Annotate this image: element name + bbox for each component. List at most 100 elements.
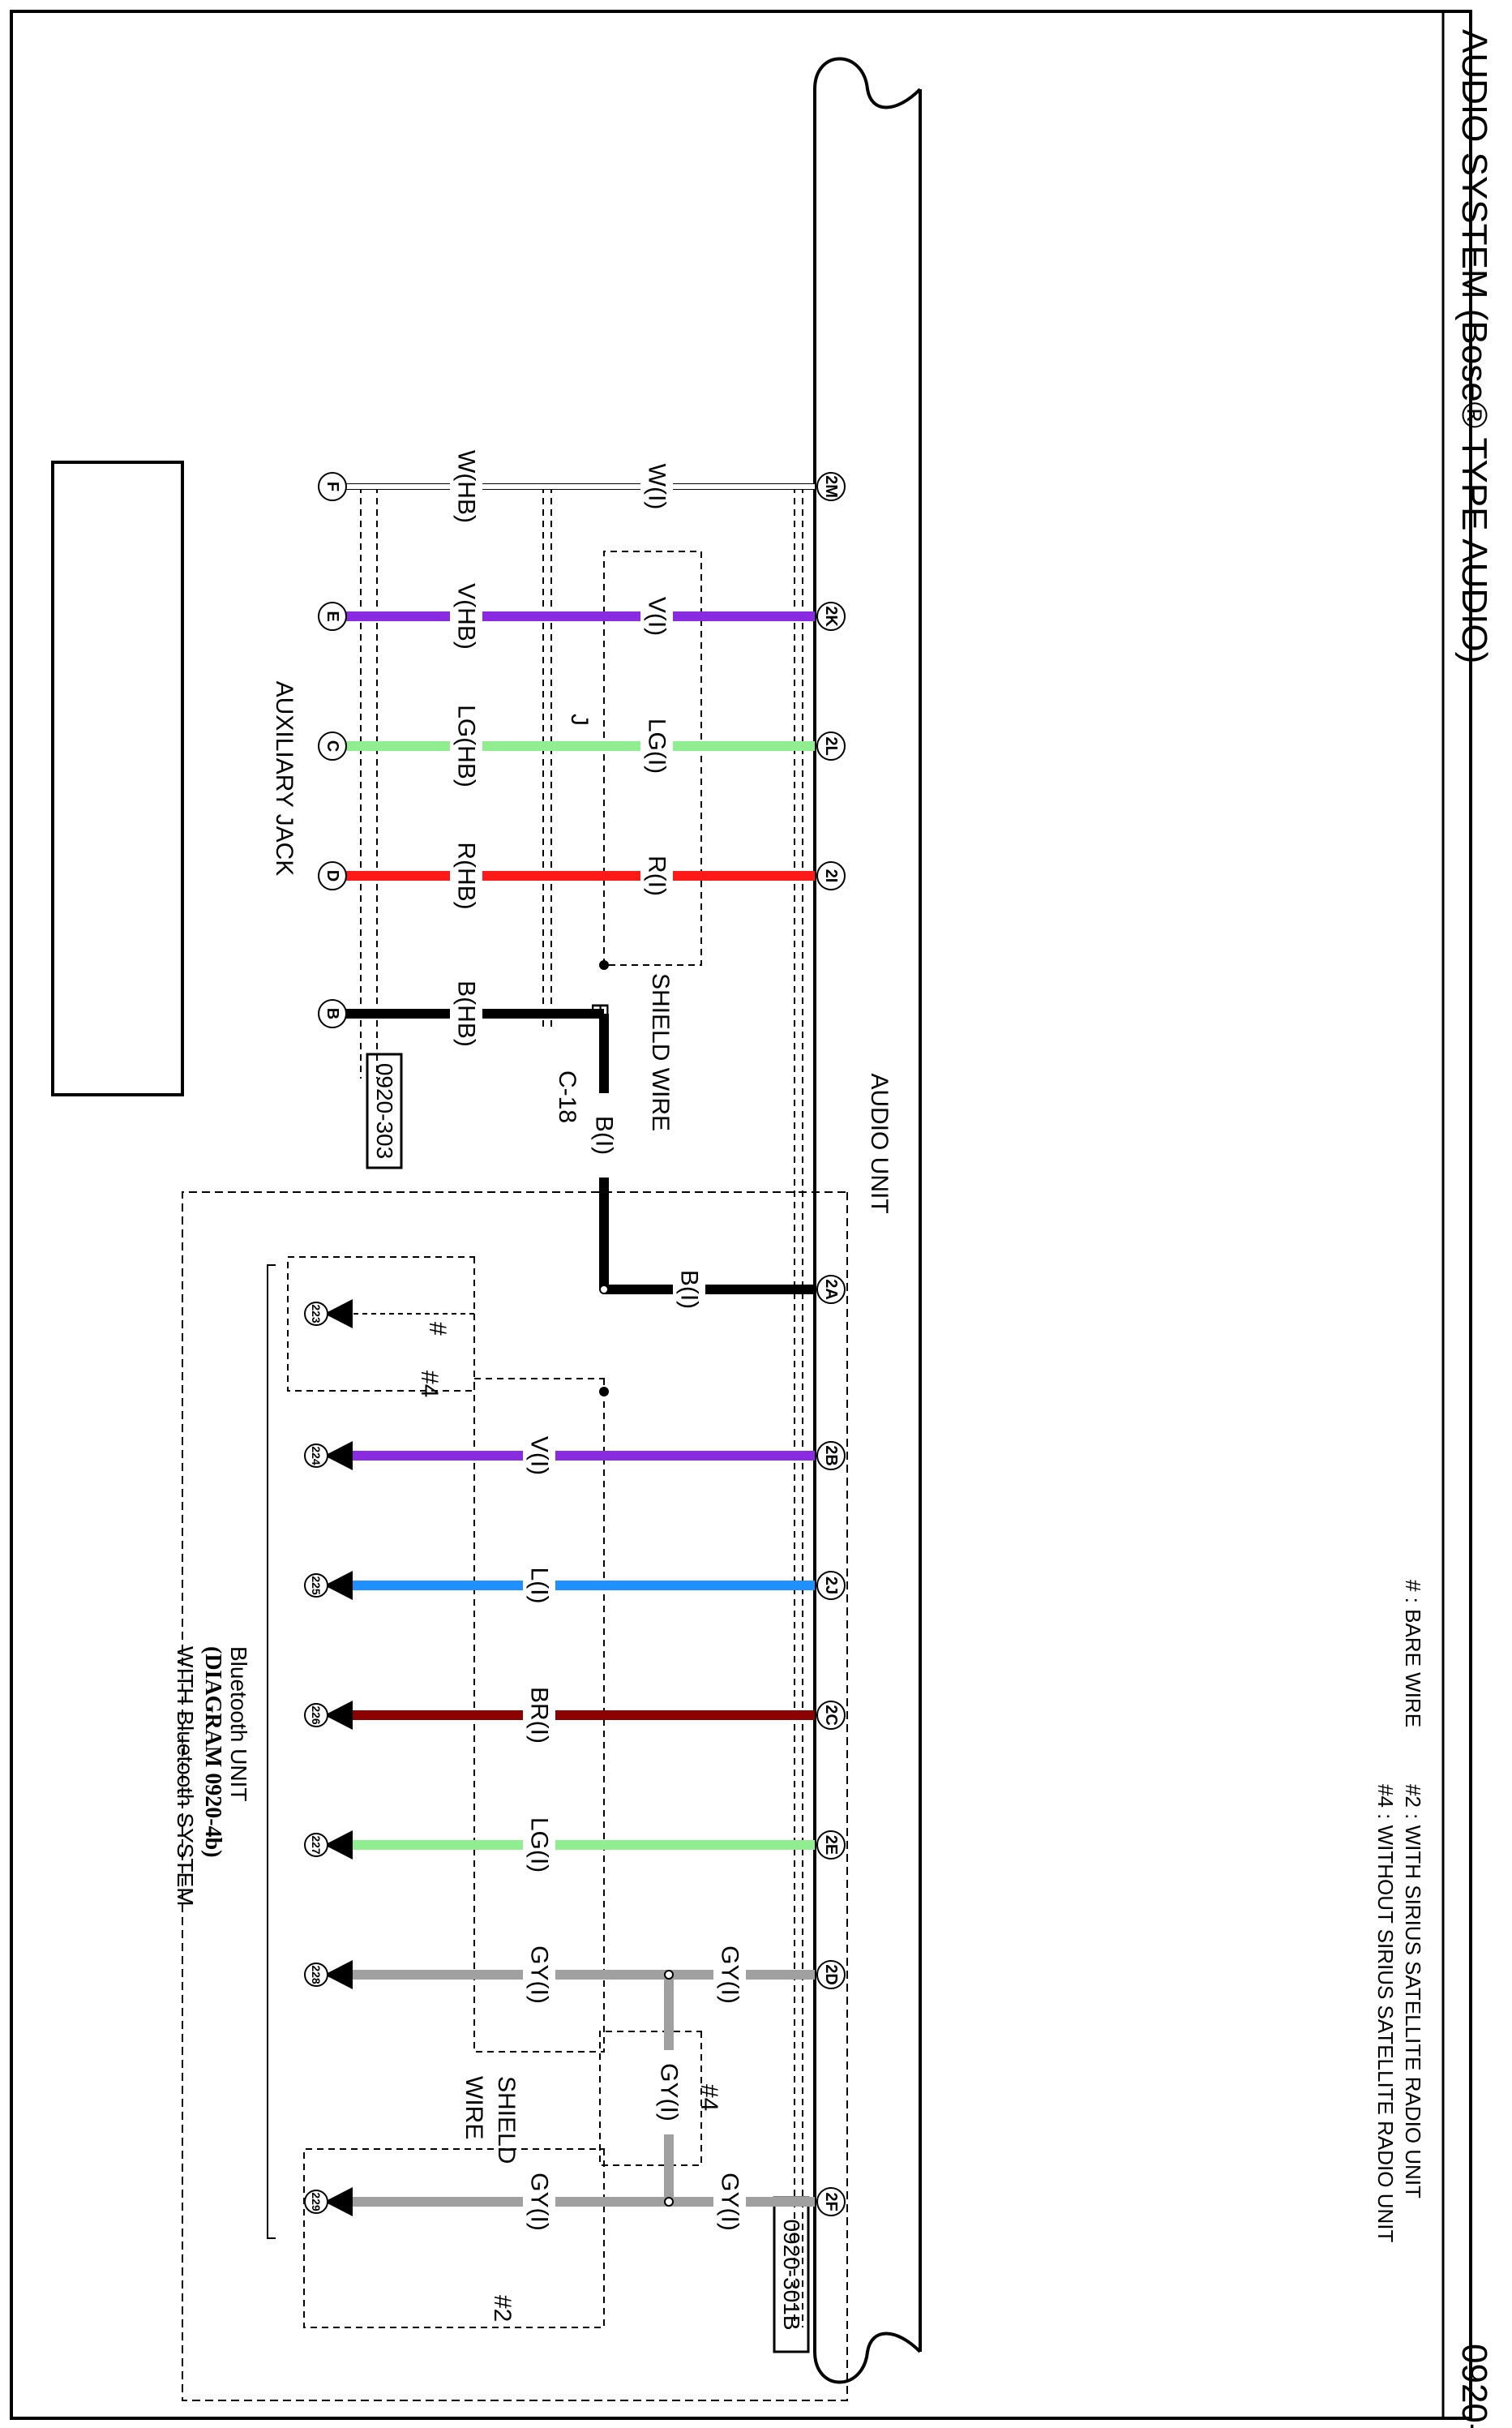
audio-unit-pin-2d-label: 2D [822,1964,840,1985]
bt-pin-223 [304,1302,328,1326]
aux-pin-f [318,472,347,501]
aux-pin-e-label: E [323,611,341,621]
audio-unit-pin-2c-label: 2C [822,1705,840,1726]
audio-unit-pin-2e [816,1830,846,1860]
aux-wire-2a-upper-label: B(I) [676,1270,703,1309]
bt-pin-228-label: 228 [310,1965,323,1984]
bluetooth-line3: WITH Bluetooth SYSTEM [173,1646,198,1907]
aux-wire-2k-upper-label-bg [640,574,673,658]
audio-unit-pin-2i-label: 2I [822,869,840,883]
audio-unit-pin-2d [816,1960,846,1989]
audio-unit-pin-2a [816,1275,846,1304]
audio-unit-pin-2l-label: 2L [822,736,840,755]
bt-wire-2c-label: BR(I) [526,1687,553,1744]
bt-wire-2d-upper-label: GY(I) [717,1945,743,2004]
audio-unit-pin-2a-label: 2A [822,1279,840,1300]
bt-pin-225-label: 225 [310,1576,323,1595]
bt-pin-224 [304,1444,328,1468]
aux-pin-e [318,602,347,631]
bt-wire-2d-label-bg [523,1933,555,2017]
legend-bare: # : BARE WIRE [1401,1580,1425,1727]
audio-unit-pin-2b [816,1441,846,1470]
audio-unit-pin-2c [816,1701,846,1730]
bare-wire-box [287,1256,475,1392]
aux-wire-2i-lower-label-bg [450,834,482,918]
aux-wire-2a-mid-label: B(I) [591,1116,618,1155]
aux-wire-2a-mid-label-bg [588,1093,620,1178]
bt-shield-junction [599,1387,609,1396]
bare-wire-n4-tag: #4 [416,1371,443,1397]
aux-wire-2k-lower-label-bg [450,574,482,658]
b-wire-splice [599,1285,609,1294]
bluetooth-unit-edge [267,1264,276,2239]
audio-unit-pin-2l [816,731,846,761]
bt-wire-2d-upper-label-bg [713,1933,746,2017]
aux-wire-2l-upper-label-bg [640,704,673,788]
bt-wire-2f-upper-label: GY(I) [717,2173,743,2231]
bt-pin-225 [304,1573,328,1598]
aux-wire-2l-upper-label: LG(I) [644,719,670,774]
bluetooth-wires: V(I)2B224L(I)2J225BR(I)2C226LG(I)2E227GY… [304,1299,846,2244]
bt-pin-226 [304,1703,328,1727]
aux-pin-d [318,861,347,890]
audio-unit-pin-2f-label: 2F [822,2192,840,2211]
bare-wire-tag: # [424,1322,451,1336]
audio-unit: AUDIO UNIT [813,57,922,2384]
audio-unit-label: AUDIO UNIT [866,1073,893,1213]
gy-splice-bottom [664,2197,674,2207]
aux-wire-2l-lower-label: LG(HB) [453,705,480,787]
audio-unit-connector-ref: 0920-301B [779,2219,804,2330]
aux-wire-2i-upper-label: R(I) [644,856,670,896]
bt-arrow-229 [324,2187,353,2216]
aux-wire-2i-lower-label: R(HB) [453,842,480,909]
bt-pin-226-label: 226 [310,1705,323,1725]
page-id: 0920-3b [1454,2344,1494,2428]
aux-connector-ref: 0920-303 [372,1063,397,1159]
jumper-n4-tag: #4 [696,2084,722,2111]
bt-arrow-227 [324,1830,353,1860]
bt-wire-2e-label-bg [523,1803,555,1887]
audio-unit-pin-2b-label: 2B [822,1445,840,1466]
aux-wires: W(I)W(HB)2MFV(I)V(HB)2KELG(I)LG(HB)2LCR(… [318,444,846,1332]
legend-sirius-without: #4 : WITHOUT SIRIUS SATELLITE RADIO UNIT [1373,1784,1398,2242]
bt-arrow-226 [324,1701,353,1730]
audio-unit-pin-2i [816,861,846,890]
bt-shield-label2: WIRE [460,2076,487,2139]
aux-wire-2m-lower-label: W(HB) [453,450,480,523]
aux-wire-2k-lower-label: V(HB) [453,583,480,650]
auxiliary-jack [51,461,184,1096]
bt-wire-2b-label: V(I) [526,1436,553,1475]
aux-wire-2m-lower-label-bg [450,444,482,529]
bt-wire-2d-label: GY(I) [526,1945,553,2004]
aux-pin-c-label: C [323,740,341,752]
bt-pin-227 [304,1833,328,1857]
bt-arrow-228 [324,1960,353,1989]
bt-pin-227-label: 227 [310,1835,323,1855]
bt-pin-229-label: 229 [310,2192,323,2211]
bt-wire-2j-label-bg [523,1543,555,1628]
bluetooth-line1: Bluetooth UNIT [226,1646,251,1801]
shield-junction [599,960,609,970]
aux-pin-b [318,999,347,1028]
bt-wire-2f-upper-label-bg [713,2160,746,2244]
bluetooth-line2: (DIAGRAM 0920-4b) [200,1646,225,1858]
bt-pin-224-label: 224 [310,1446,323,1465]
gy-jumper-label: GY(I) [656,2063,683,2121]
bt-wire-2b-label-bg [523,1413,555,1498]
audio-unit-pin-2m [816,472,846,501]
jumper-n4-box [599,2031,702,2166]
c18-pin-j: J [566,714,593,726]
audio-unit-pin-2k [816,602,846,631]
page-border [10,10,1472,2420]
bt-wire-2c-label-bg [523,1673,555,1757]
aux-pin-b-label: B [323,1008,341,1019]
aux-wire-2k-upper-label: V(I) [644,597,670,636]
auxiliary-jack-label: AUXILIARY JACK [271,681,298,877]
bt-pin-228 [304,1963,328,1987]
legend-sirius-with: #2 : WITH SIRIUS SATELLITE RADIO UNIT [1401,1784,1425,2198]
aux-wire-2a-upper-label-bg [673,1247,705,1332]
bt-arrow-225 [324,1571,353,1600]
audio-unit-pin-2e-label: 2E [822,1835,840,1855]
aux-pin-f-label: F [323,482,341,491]
